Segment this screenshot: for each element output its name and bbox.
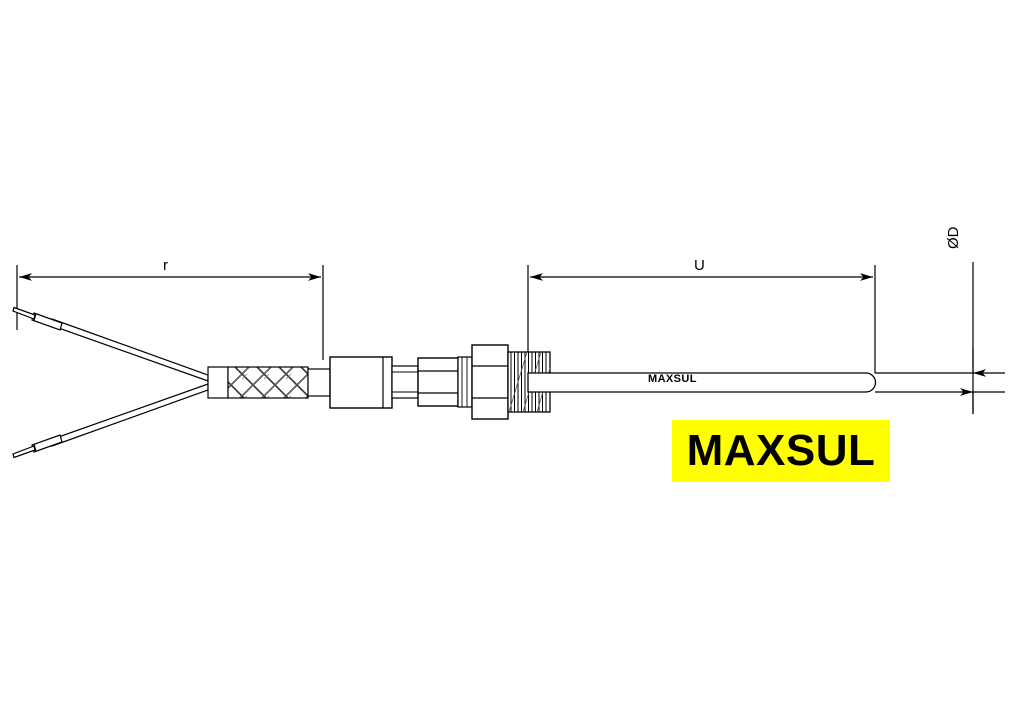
sheath-brand-text: MAXSUL bbox=[648, 373, 697, 385]
cable-segment bbox=[307, 368, 331, 397]
hex-nut-1 bbox=[417, 357, 459, 407]
hex-nut-2 bbox=[471, 344, 509, 420]
lower-lead-pin bbox=[12, 445, 36, 459]
upper-lead-pin bbox=[12, 306, 36, 320]
dimension-od-label: ØD bbox=[945, 226, 962, 250]
lower-lead-wire bbox=[49, 383, 209, 447]
probe-sheath-body bbox=[527, 372, 877, 393]
reducer-neck-body bbox=[391, 365, 419, 399]
dimension-u bbox=[527, 265, 876, 373]
transition-body bbox=[329, 356, 393, 409]
probe-sheath bbox=[527, 372, 877, 393]
dimension-r-label: r bbox=[163, 257, 168, 274]
upper-lead-wire bbox=[49, 318, 209, 382]
reducer-neck bbox=[391, 365, 419, 399]
braided-sleeve bbox=[227, 366, 309, 399]
junction-collar bbox=[207, 366, 229, 399]
dimension-r bbox=[16, 265, 324, 360]
hex-nut-1-body bbox=[417, 357, 459, 407]
upper-lead bbox=[12, 306, 209, 382]
dimension-od bbox=[875, 262, 1005, 414]
lower-lead-ferrule bbox=[31, 434, 63, 453]
brand-logo-box: MAXSUL bbox=[672, 420, 890, 482]
hex-nut-2-body bbox=[471, 344, 509, 420]
braid-hatch bbox=[227, 366, 309, 399]
ferrule-ring-body bbox=[457, 356, 473, 408]
dimension-u-label: U bbox=[694, 257, 705, 274]
ferrule-ring bbox=[457, 356, 473, 408]
upper-lead-ferrule bbox=[31, 312, 63, 331]
brand-logo-text: MAXSUL bbox=[686, 426, 876, 475]
lower-lead bbox=[12, 383, 209, 459]
